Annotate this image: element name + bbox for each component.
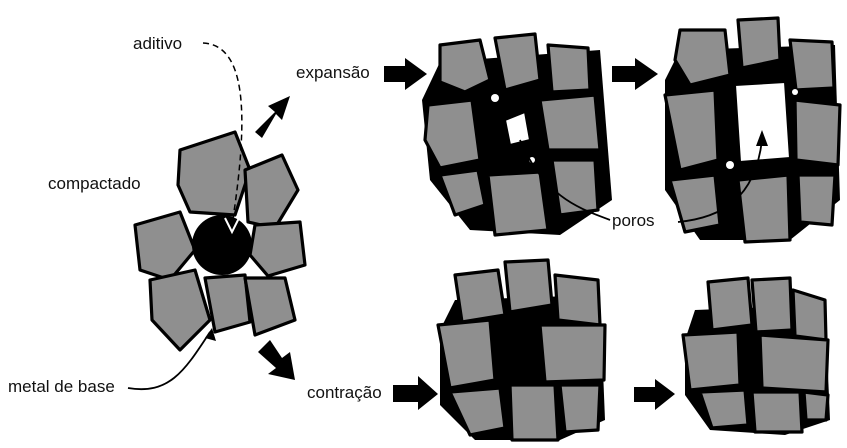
contraction-cluster-2 xyxy=(683,278,830,435)
base-metal-label: metal de base xyxy=(8,378,115,395)
grain xyxy=(245,155,298,228)
grain xyxy=(178,132,250,215)
grain xyxy=(250,222,305,276)
contraction-label: contração xyxy=(307,384,382,401)
compacted-cluster xyxy=(135,132,305,350)
contraction-cluster-1 xyxy=(438,260,605,440)
arrow-down-right xyxy=(258,340,295,380)
base-metal-leader xyxy=(128,332,210,389)
expansion-cluster-2 xyxy=(665,18,840,242)
grain xyxy=(245,278,295,335)
arrow-contraction-2 xyxy=(634,379,675,410)
arrow-contraction xyxy=(393,376,438,410)
additive-particle xyxy=(192,215,252,275)
compacted-label: compactado xyxy=(48,175,141,192)
pores-label: poros xyxy=(612,212,655,229)
arrow-up-right xyxy=(255,96,290,138)
additive-label: aditivo xyxy=(133,35,182,52)
grain xyxy=(205,275,250,332)
expansion-label: expansão xyxy=(296,64,370,81)
arrow-expansion xyxy=(384,58,427,90)
grain xyxy=(135,212,195,280)
expansion-cluster-1 xyxy=(422,34,612,235)
arrow-expansion-2 xyxy=(612,58,658,90)
grain xyxy=(150,270,210,350)
